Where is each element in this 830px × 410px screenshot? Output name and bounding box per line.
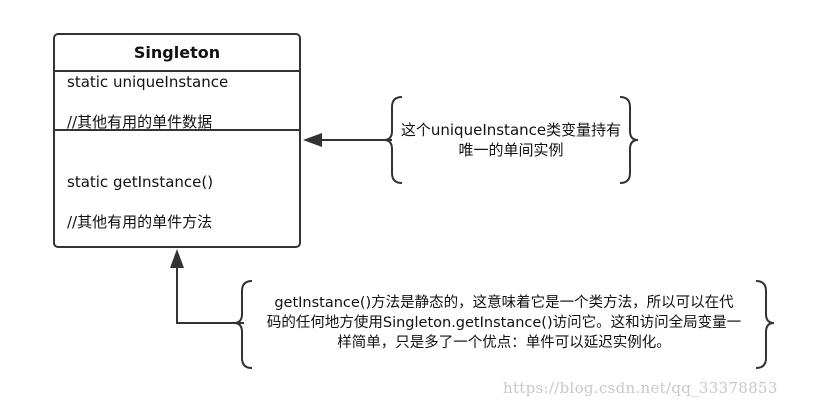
method-note-connector	[176, 266, 244, 324]
watermark: https://blog.csdn.net/qq_33378853	[503, 379, 778, 397]
class-method-comment: //其他有用的单件方法	[67, 213, 213, 231]
instance-arrowhead	[303, 133, 322, 147]
class-box	[53, 33, 301, 248]
method-arrowhead	[170, 249, 184, 268]
instance-note: 这个uniqueInstance类变量持有 唯一的单间实例	[392, 120, 630, 160]
note-line: 这个uniqueInstance类变量持有	[400, 121, 622, 139]
class-method: static getInstance()	[67, 173, 214, 191]
note1-right-brace	[619, 96, 639, 184]
note-line: 样简单，只是多了一个优点：单件可以延迟实例化。	[337, 335, 671, 351]
note2-left-brace	[233, 280, 253, 369]
class-name: Singleton	[133, 43, 221, 62]
method-note: getInstance()方法是静态的，这意味着它是一个类方法，所以可以在代 码…	[244, 293, 764, 353]
note1-left-brace	[383, 96, 403, 184]
note-line: getInstance()方法是静态的，这意味着它是一个类方法，所以可以在代	[274, 295, 734, 311]
class-attribute: static uniqueInstance	[67, 73, 229, 91]
note-line: 码的任何地方使用Singleton.getInstance()访问它。这和访问全…	[266, 315, 742, 331]
note-line: 唯一的单间实例	[458, 141, 564, 159]
class-attribute-comment: //其他有用的单件数据	[67, 113, 213, 131]
note2-right-brace	[755, 280, 775, 369]
